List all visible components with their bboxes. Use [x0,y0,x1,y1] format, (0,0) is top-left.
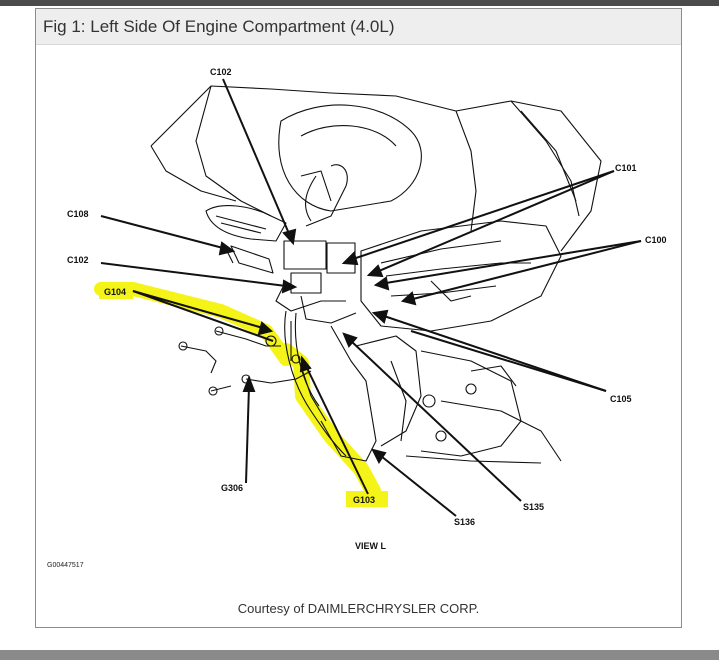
figure-title: Fig 1: Left Side Of Engine Compartment (… [43,17,395,36]
label-g103: G103 [353,495,375,505]
label-g104: G104 [104,287,126,297]
window-bottom-bar [0,650,719,660]
engine-compartment-diagram: C102 C108 C102 G104 C101 C100 C105 G306 … [47,67,667,569]
view-label: VIEW L [355,541,387,551]
label-c102-left: C102 [67,255,89,265]
label-c101: C101 [615,163,637,173]
label-c100: C100 [645,235,667,245]
diagram-code: G00447517 [47,562,84,569]
label-s135: S135 [523,502,544,512]
label-s136: S136 [454,517,475,527]
window-top-bar [0,0,719,6]
label-c102-top: C102 [210,67,232,77]
engine-line-art [150,85,602,464]
highlight-marks [94,282,388,507]
figure-panel: Fig 1: Left Side Of Engine Compartment (… [35,8,682,628]
label-g306: G306 [221,483,243,493]
label-c105: C105 [610,394,632,404]
label-c108: C108 [67,209,89,219]
courtesy-credit: Courtesy of DAIMLERCHRYSLER CORP. [237,601,480,616]
callout-arrows [100,78,642,517]
figure-header: Fig 1: Left Side Of Engine Compartment (… [36,9,681,45]
